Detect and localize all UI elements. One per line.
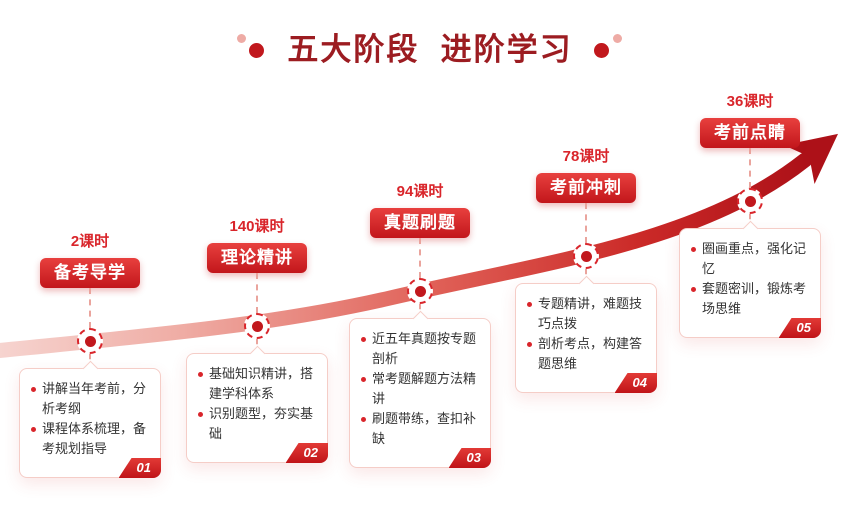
- list-item: 套题密训，锻炼考场思维: [691, 279, 811, 319]
- bullet-dot-icon: [361, 377, 366, 382]
- detail-list: 专题精讲，难题技巧点拨 剖析考点，构建答题思维: [527, 294, 647, 374]
- list-item: 常考题解题方法精讲: [361, 369, 481, 409]
- stage-hours-label: 78课时: [562, 148, 610, 165]
- list-item: 讲解当年考前，分析考纲: [31, 379, 151, 419]
- bullet-dot-icon: [198, 412, 203, 417]
- connector-line: [585, 203, 587, 243]
- card-notch: [412, 310, 429, 327]
- list-item: 基础知识精讲，搭建学科体系: [198, 364, 318, 404]
- stage-card: 讲解当年考前，分析考纲 课程体系梳理，备考规划指导 01: [19, 360, 161, 478]
- stage-card: 近五年真题按专题剖析 常考题解题方法精讲 刷题带练，查扣补缺 03: [349, 310, 491, 468]
- card-notch: [578, 275, 595, 292]
- stage-hours-label: 94课时: [396, 183, 444, 200]
- stage-name-badge: 考前点睛: [700, 118, 800, 148]
- title-row: 五大阶段 进阶学习: [0, 24, 860, 69]
- page-title: 五大阶段 进阶学习: [287, 32, 573, 67]
- detail-text: 刷题带练，查扣补缺: [372, 411, 477, 446]
- list-item: 近五年真题按专题剖析: [361, 329, 481, 369]
- detail-text: 课程体系梳理，备考规划指导: [42, 421, 147, 456]
- stage-number-badge: 03: [448, 448, 491, 468]
- stage-number-badge: 05: [778, 318, 821, 338]
- connector-line: [256, 273, 258, 313]
- detail-text: 圈画重点，强化记忆: [702, 241, 807, 276]
- stage-number-badge: 04: [614, 373, 657, 393]
- stage-name-badge: 备考导学: [40, 258, 140, 288]
- detail-text: 近五年真题按专题剖析: [372, 331, 477, 366]
- list-item: 剖析考点，构建答题思维: [527, 334, 647, 374]
- detail-list: 讲解当年考前，分析考纲 课程体系梳理，备考规划指导: [31, 379, 151, 459]
- stage-column-5: 36课时 考前点睛 圈画重点，强化记忆 套题密训，锻炼考场思维 05: [675, 92, 825, 338]
- stage-node-icon: [737, 188, 763, 214]
- stage-node-icon: [244, 313, 270, 339]
- stage-column-2: 140课时 理论精讲 基础知识精讲，搭建学科体系 识别题型，夯实基础 02: [182, 217, 332, 463]
- stage-hours-label: 140课时: [229, 218, 285, 235]
- stage-card: 基础知识精讲，搭建学科体系 识别题型，夯实基础 02: [186, 345, 328, 463]
- stage-name-badge: 考前冲刺: [536, 173, 636, 203]
- bullet-dot-icon: [361, 337, 366, 342]
- detail-list: 基础知识精讲，搭建学科体系 识别题型，夯实基础: [198, 364, 318, 444]
- detail-text: 常考题解题方法精讲: [372, 371, 477, 406]
- stage-column-1: 2课时 备考导学 讲解当年考前，分析考纲 课程体系梳理，备考规划指导 01: [15, 232, 165, 478]
- stage-node-icon: [407, 278, 433, 304]
- detail-text: 讲解当年考前，分析考纲: [42, 381, 147, 416]
- stage-column-3: 94课时 真题刷题 近五年真题按专题剖析 常考题解题方法精讲 刷题带练，查扣补缺…: [345, 182, 495, 468]
- card-notch: [742, 220, 759, 237]
- detail-text: 剖析考点，构建答题思维: [538, 336, 643, 371]
- stage-hours-label: 2课时: [70, 233, 110, 250]
- stage-number-badge: 02: [285, 443, 328, 463]
- stage-name-badge: 真题刷题: [370, 208, 470, 238]
- detail-text: 套题密训，锻炼考场思维: [702, 281, 807, 316]
- list-item: 刷题带练，查扣补缺: [361, 409, 481, 449]
- bullet-dot-icon: [691, 287, 696, 292]
- list-item: 专题精讲，难题技巧点拨: [527, 294, 647, 334]
- list-item: 识别题型，夯实基础: [198, 404, 318, 444]
- stage-node-icon: [573, 243, 599, 269]
- detail-text: 专题精讲，难题技巧点拨: [538, 296, 643, 331]
- detail-list: 圈画重点，强化记忆 套题密训，锻炼考场思维: [691, 239, 811, 319]
- card-notch: [249, 345, 266, 362]
- detail-text: 基础知识精讲，搭建学科体系: [209, 366, 314, 401]
- detail-list: 近五年真题按专题剖析 常考题解题方法精讲 刷题带练，查扣补缺: [361, 329, 481, 449]
- connector-line: [749, 148, 751, 188]
- bullet-dot-icon: [527, 342, 532, 347]
- stage-number-badge: 01: [118, 458, 161, 478]
- stage-node-icon: [77, 328, 103, 354]
- decorative-dots-left-icon: [235, 31, 271, 63]
- bullet-dot-icon: [361, 417, 366, 422]
- card-notch: [82, 360, 99, 377]
- bullet-dot-icon: [691, 247, 696, 252]
- stage-hours-label: 36课时: [726, 93, 774, 110]
- connector-line: [89, 288, 91, 328]
- stage-card: 专题精讲，难题技巧点拨 剖析考点，构建答题思维 04: [515, 275, 657, 393]
- bullet-dot-icon: [31, 387, 36, 392]
- decorative-dots-right-icon: [589, 31, 625, 63]
- list-item: 课程体系梳理，备考规划指导: [31, 419, 151, 459]
- bullet-dot-icon: [31, 427, 36, 432]
- list-item: 圈画重点，强化记忆: [691, 239, 811, 279]
- growth-curve: [0, 133, 839, 358]
- detail-text: 识别题型，夯实基础: [209, 406, 314, 441]
- bullet-dot-icon: [527, 302, 532, 307]
- bullet-dot-icon: [198, 372, 203, 377]
- stage-card: 圈画重点，强化记忆 套题密训，锻炼考场思维 05: [679, 220, 821, 338]
- connector-line: [419, 238, 421, 278]
- stage-name-badge: 理论精讲: [207, 243, 307, 273]
- stage-column-4: 78课时 考前冲刺 专题精讲，难题技巧点拨 剖析考点，构建答题思维 04: [511, 147, 661, 393]
